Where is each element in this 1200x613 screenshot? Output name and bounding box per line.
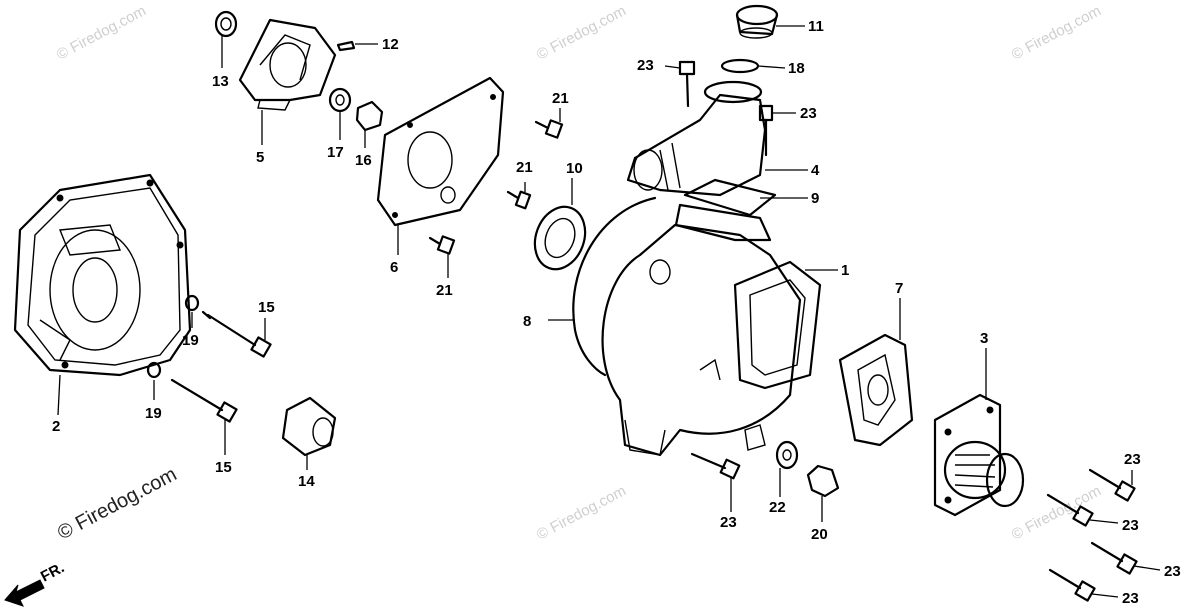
part-bracket [238, 18, 337, 111]
front-arrow-icon [4, 579, 45, 607]
part-bolt-23 [1046, 493, 1094, 527]
part-bolt-23 [690, 452, 741, 480]
callout-18: 18 [788, 60, 805, 77]
part-bolt-21 [428, 235, 456, 255]
callout-21: 21 [552, 90, 569, 107]
part-elbow-4 [626, 80, 767, 197]
callout-23: 23 [1164, 563, 1181, 580]
callout-4: 4 [811, 162, 820, 179]
watermark: © Firedog.com [54, 2, 149, 63]
callout-7: 7 [895, 280, 903, 297]
part-bolt-23 [1088, 468, 1136, 502]
part-washer-17 [328, 87, 352, 113]
part-bolt-15 [201, 310, 272, 358]
part-plug-14 [281, 396, 337, 457]
part-ring-18 [720, 58, 760, 74]
callout-16: 16 [355, 152, 372, 169]
callout-17: 17 [327, 144, 344, 161]
part-pin-12 [336, 40, 356, 52]
part-washer-19 [146, 361, 162, 379]
watermark: © Firedog.com [534, 482, 629, 543]
callout-14: 14 [298, 473, 315, 490]
callout-21: 21 [516, 159, 533, 176]
part-outlet-3 [933, 393, 1025, 517]
callout-23: 23 [800, 105, 817, 122]
part-bolt-23 [1090, 541, 1138, 575]
callout-23: 23 [637, 57, 654, 74]
callout-9: 9 [811, 190, 819, 207]
callout-23: 23 [1122, 590, 1139, 607]
part-pump-casing [601, 203, 822, 457]
callout-21: 21 [436, 282, 453, 299]
front-indicator-label: FR. [38, 559, 67, 585]
callout-11: 11 [808, 18, 824, 35]
callout-10: 10 [566, 160, 583, 177]
callout-20: 20 [811, 526, 828, 543]
part-gasket-7 [838, 333, 914, 447]
leader-lines [57, 25, 1161, 598]
part-bolt-23 [678, 60, 696, 108]
callout-6: 6 [390, 259, 398, 276]
callout-12: 12 [382, 36, 399, 53]
part-fan-cover [13, 173, 192, 377]
watermark-corner: © Firedog.com [54, 463, 180, 544]
part-bolt-15 [170, 378, 238, 423]
part-plate [376, 76, 505, 227]
part-cap-11 [735, 4, 779, 39]
callout-23: 23 [720, 514, 737, 531]
callout-2: 2 [52, 418, 60, 435]
callout-13: 13 [212, 73, 229, 90]
callout-23: 23 [1124, 451, 1141, 468]
callout-22: 22 [769, 499, 786, 516]
callout-8: 8 [523, 313, 531, 330]
callout-1: 1 [841, 262, 849, 279]
part-washer-13 [214, 10, 238, 38]
callout-15: 15 [258, 299, 275, 316]
part-bolt-20 [806, 464, 840, 498]
part-seal-10 [533, 205, 587, 271]
callout-23: 23 [1122, 517, 1139, 534]
part-bolt-23 [1048, 568, 1096, 602]
part-bolt-21 [534, 119, 564, 139]
callout-19: 19 [182, 332, 199, 349]
watermark: © Firedog.com [1009, 2, 1104, 63]
callout-19: 19 [145, 405, 162, 422]
callout-15: 15 [215, 459, 232, 476]
callout-3: 3 [980, 330, 988, 347]
part-washer-19 [184, 294, 200, 312]
part-cap-16 [355, 100, 384, 132]
watermark: © Firedog.com [534, 2, 629, 63]
part-washer-22 [775, 440, 799, 470]
callout-5: 5 [256, 149, 264, 166]
part-bolt-21 [506, 190, 532, 210]
part-oring-8 [572, 196, 657, 377]
part-gasket-9 [683, 178, 777, 217]
